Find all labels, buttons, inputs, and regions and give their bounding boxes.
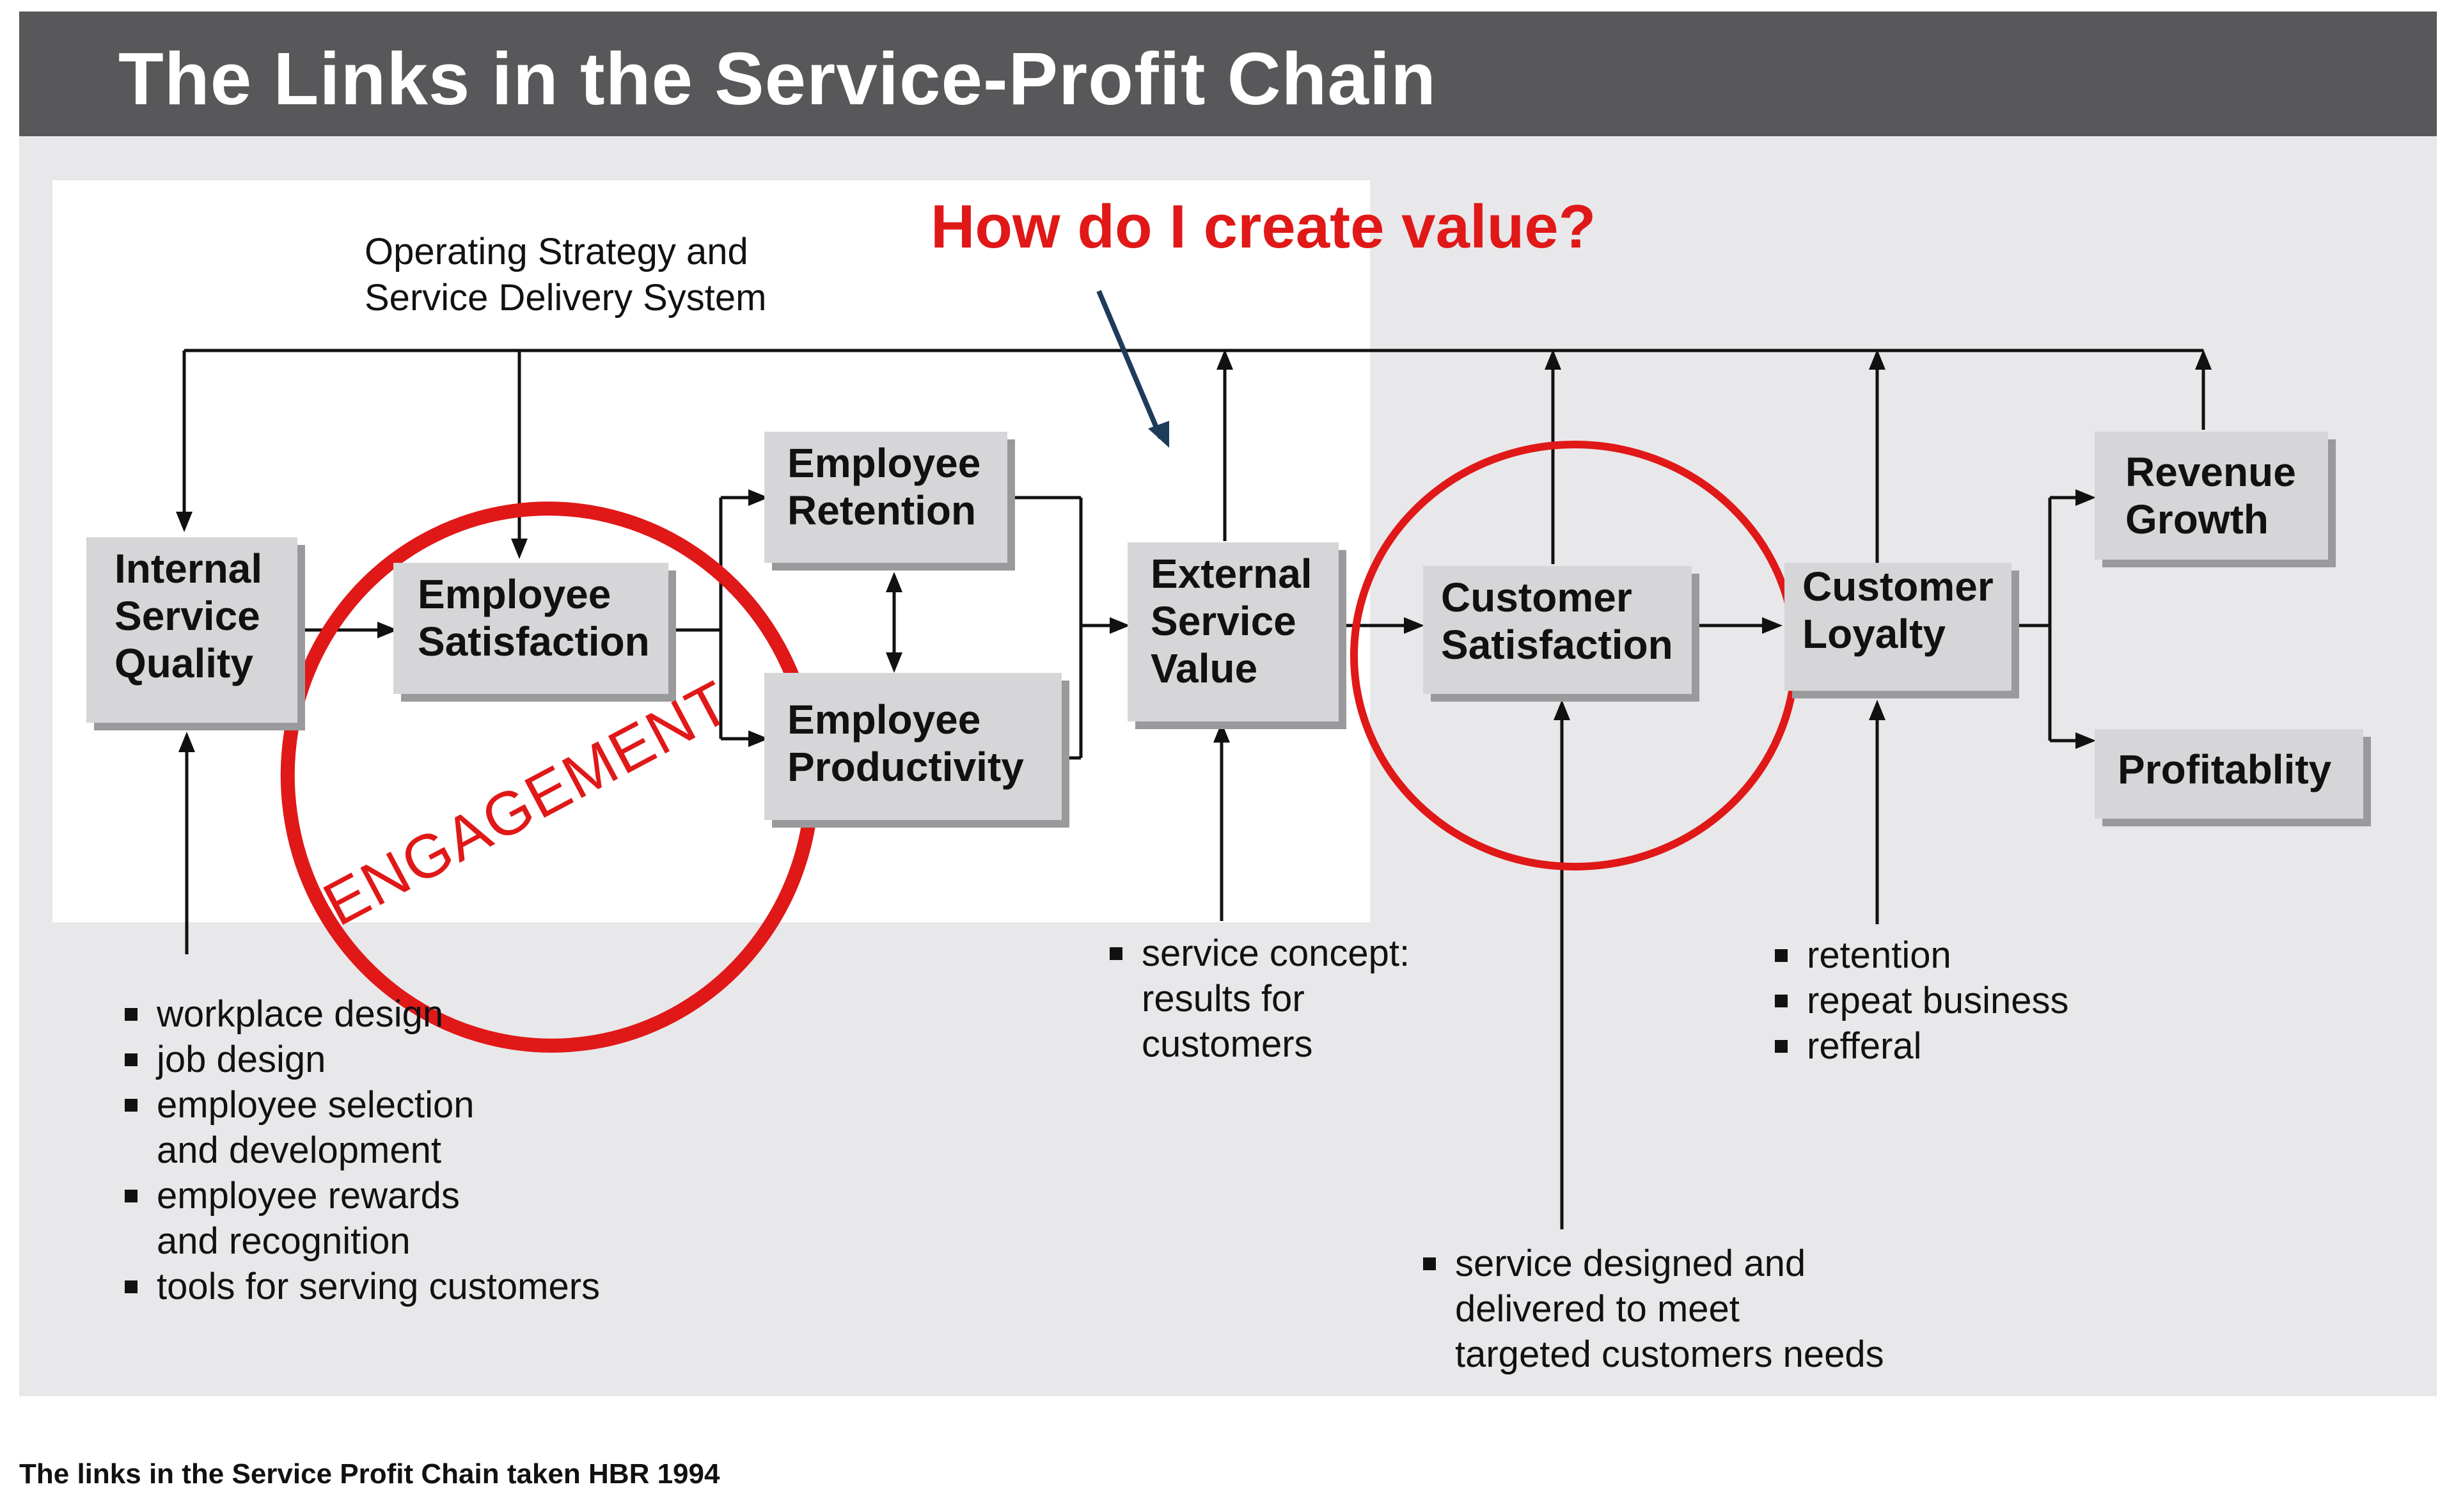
bullets-external-service: service concept: results for customers [1110,931,1410,1067]
list-item: repeat business [1775,978,2068,1023]
box-line: Employee [787,440,981,486]
box-line: Loyalty [1802,611,1946,657]
list-item: service concept: [1110,931,1410,976]
box-employee-satisfaction: Employee Satisfaction [393,563,668,694]
list-item-continuation: delivered to meet [1455,1288,1740,1330]
box-profitability: Profitablity [2095,729,2363,819]
list-item: employee rewards [125,1173,600,1218]
list-item: job design [125,1037,600,1082]
box-line: Customer [1802,563,1994,610]
list-item-continuation: results for [1142,978,1305,1020]
box-line: Service [1151,598,1296,644]
box-line: Value [1151,645,1258,691]
box-line: Service [114,593,260,639]
box-line: Satisfaction [418,618,650,665]
bullets-customer-satisfaction: service designed and delivered to meet t… [1423,1241,1884,1377]
bullets-customer-loyalty: retention repeat business refferal [1775,933,2068,1069]
box-line: External [1151,551,1312,597]
box-line: Internal [114,546,263,592]
value-question: How do I create value? [931,193,1596,261]
operating-strategy-line-1: Operating Strategy and [365,231,748,272]
box-line: Quality [114,640,253,686]
box-line: Satisfaction [1441,622,1673,668]
list-item-continuation: and development [157,1130,441,1171]
list-item-continuation: targeted customers needs [1455,1334,1884,1375]
box-line: Revenue [2125,449,2296,495]
operating-strategy-line-2: Service Delivery System [365,277,767,319]
box-line: Retention [787,487,977,533]
box-line: Customer [1441,574,1632,620]
list-item-continuation: customers [1142,1023,1313,1065]
header-bar: The Links in the Service-Profit Chain [19,12,2437,136]
box-employee-retention: Employee Retention [764,432,1007,563]
box-line: Growth [2125,496,2269,542]
box-line: Productivity [787,744,1024,790]
box-line: Employee [787,697,981,743]
box-internal-service-quality: Internal Service Quality [86,537,297,723]
list-item: tools for serving customers [125,1264,600,1309]
bullets-internal-service: workplace design job design employee sel… [125,991,600,1309]
list-item: employee selection [125,1082,600,1128]
source-caption: The links in the Service Profit Chain ta… [19,1458,720,1490]
box-employee-productivity: Employee Productivity [764,673,1062,820]
box-external-service-value: External Service Value [1128,542,1339,721]
list-item: service designed and [1423,1241,1884,1286]
list-item: retention [1775,933,2068,978]
list-item: refferal [1775,1023,2068,1069]
box-customer-loyalty: Customer Loyalty [1784,563,2011,691]
operating-strategy-label: Operating Strategy and Service Delivery … [365,229,766,321]
box-line: Profitablity [2118,746,2332,792]
list-item-continuation: and recognition [157,1220,411,1262]
box-revenue-growth: Revenue Growth [2095,432,2328,560]
box-line: Employee [418,571,611,617]
list-item: workplace design [125,991,600,1037]
page-title: The Links in the Service-Profit Chain [118,37,1437,120]
box-customer-satisfaction: Customer Satisfaction [1423,566,1692,694]
